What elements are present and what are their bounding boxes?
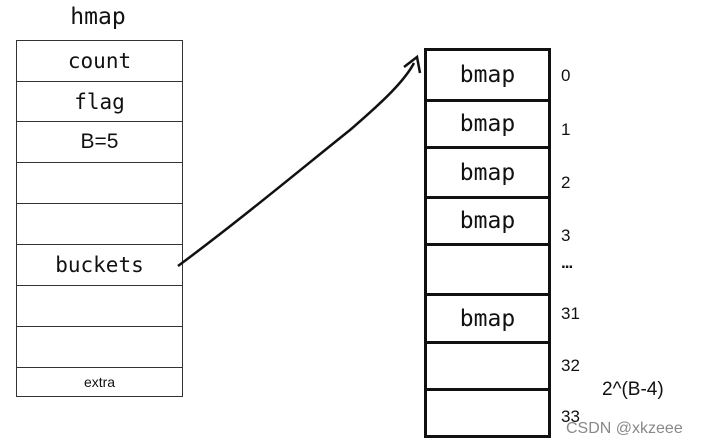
hmap-field-buckets: buckets — [16, 244, 183, 286]
bucket-divider — [424, 341, 551, 344]
bucket-index-ellipsis: ... — [561, 253, 573, 272]
bucket-index-2: 2 — [561, 173, 571, 192]
hmap-field-flag: flag — [16, 81, 183, 122]
bucket-bmap-31: bmap — [459, 305, 516, 332]
hmap-field-empty-2 — [16, 203, 183, 245]
bucket-index-33: 33 — [561, 407, 580, 426]
arrow-curve — [177, 62, 416, 268]
bucket-bmap-2: bmap — [459, 159, 516, 186]
bucket-bmap-0: bmap — [459, 62, 516, 88]
bucket-bmap-1: bmap — [459, 111, 516, 137]
bucket-divider — [424, 293, 551, 296]
bucket-divider — [424, 435, 551, 438]
bucket-divider — [424, 388, 551, 391]
watermark: CSDN @xkzeee — [566, 420, 683, 437]
bucket-index-3: 3 — [561, 226, 571, 245]
overflow-formula: 2^(B-4) — [602, 379, 664, 400]
bucket-index-1: 1 — [561, 120, 571, 139]
bucket-index-31: 31 — [561, 304, 580, 323]
bucket-bmap-3: bmap — [459, 208, 516, 234]
bucket-divider — [424, 196, 551, 199]
bucket-index-32: 32 — [561, 356, 580, 375]
arrow-head — [403, 54, 422, 74]
bucket-divider — [424, 243, 551, 246]
bucket-index-0: 0 — [561, 66, 571, 85]
hmap-field-extra: extra — [16, 367, 183, 397]
hmap-title: hmap — [70, 4, 126, 30]
hmap-field-count: count — [16, 40, 183, 82]
bucket-divider — [424, 99, 551, 102]
bucket-divider — [424, 146, 551, 149]
hmap-field-empty-1 — [16, 162, 183, 204]
